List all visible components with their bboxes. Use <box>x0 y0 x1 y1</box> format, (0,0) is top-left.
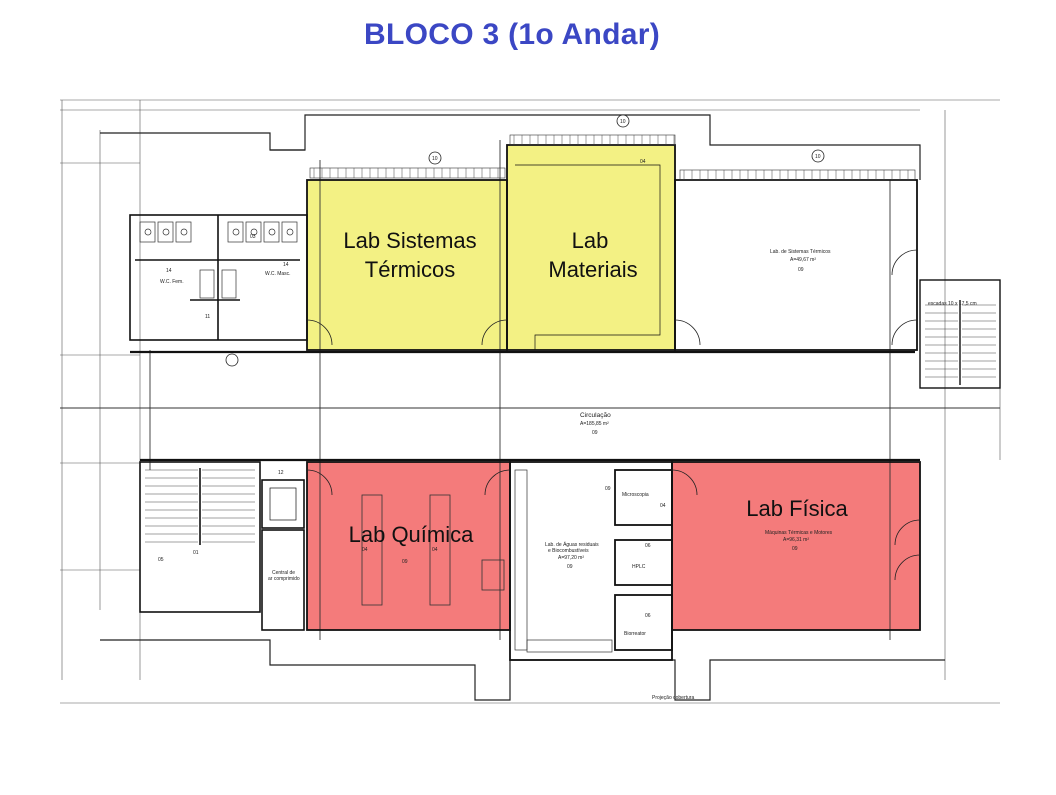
lab-aguas-bench <box>514 469 613 653</box>
maquinas-area: A=96,31 m² <box>783 537 809 543</box>
projecao-label: Projeção cobertura <box>652 695 694 701</box>
corridor-walls <box>130 350 920 462</box>
lab-materiais-label-1: Lab <box>572 228 609 253</box>
tag-04-qa: 04 <box>362 547 368 553</box>
tag-04-qb: 04 <box>432 547 438 553</box>
doors <box>306 249 921 581</box>
grid-bubbles <box>225 114 825 367</box>
tag-06-b: 06 <box>645 613 651 619</box>
tag-06-a: 06 <box>645 543 651 549</box>
lab-quimica-area <box>307 462 510 630</box>
wc-masc-label: W.C. Masc. <box>265 271 291 277</box>
maquinas-num: 09 <box>792 546 798 552</box>
tag-03: 03 <box>250 234 256 240</box>
building-outline <box>100 114 945 701</box>
elevator-shaft <box>261 479 305 631</box>
lab-fisica-walls <box>671 461 921 631</box>
dimension-lines <box>60 99 1001 704</box>
slide-title: BLOCO 3 (1o Andar) <box>364 18 660 51</box>
lab-aguas-area: A=97,20 m² <box>558 555 584 561</box>
pergola-bars <box>309 134 916 181</box>
microscopia-label: Microscopia <box>622 492 649 498</box>
bubble-10-c: 10 <box>815 154 821 160</box>
stairs-left-steps <box>145 469 255 543</box>
lab-sistemas-termicos-label-1: Lab Sistemas <box>343 228 476 253</box>
tag-05: 05 <box>158 557 164 563</box>
lab-quimica-label: Lab Química <box>349 522 474 547</box>
lab-materiais-area <box>507 145 675 350</box>
circulacao-label: Circulação <box>580 412 611 419</box>
central-ar-label: Central de <box>272 570 295 576</box>
escada-label: escadas 10 x 17,5 cm <box>928 301 977 307</box>
pergola-slats <box>313 135 909 180</box>
circulacao-num: 09 <box>592 430 598 436</box>
lab-aguas-num: 09 <box>567 564 573 570</box>
lab-st-small-area: A=49,67 m² <box>790 257 816 263</box>
tag-09-quimica: 09 <box>402 559 408 565</box>
lab-fisica-area <box>672 462 920 630</box>
lab-st-small-label: Lab. de Sistemas Térmicos <box>770 249 831 255</box>
lab-aguas-label: Lab. de Águas residuais <box>545 541 599 548</box>
wc-fem-label: W.C. Fem. <box>160 279 184 285</box>
biorreator-label: Biorreator <box>624 631 646 637</box>
bubble-10-a: 10 <box>432 156 438 162</box>
toilet-stalls <box>139 221 298 299</box>
bathrooms-block <box>129 214 308 341</box>
stairs-right <box>919 279 1001 389</box>
tag-09-micro: 09 <box>605 486 611 492</box>
tag-12: 12 <box>278 470 284 476</box>
tag-01: 01 <box>193 550 199 556</box>
lab-fisica-label: Lab Física <box>746 496 848 521</box>
lab-sistemas-termicos-area <box>307 180 507 350</box>
lab-st-small-num: 09 <box>798 267 804 273</box>
tag-14-masc: 14 <box>283 262 289 268</box>
lab-sistemas-termicos-label-2: Térmicos <box>365 257 455 282</box>
bubble-10-b: 10 <box>620 119 626 125</box>
central-ar-label-2: ar comprimido <box>268 576 300 582</box>
maquinas-label: Máquinas Térmicas e Motores <box>765 530 833 536</box>
lab-aguas-label-2: e Biocombustíveis <box>548 548 589 554</box>
tag-11: 11 <box>205 314 210 320</box>
lab-quimica-benches <box>361 494 505 606</box>
tag-04-mid: 04 <box>660 503 666 509</box>
circulacao-area: A=185,85 m² <box>580 421 609 427</box>
tag-14-fem: 14 <box>166 268 172 274</box>
grid-axes <box>60 140 1000 640</box>
lab-materiais-label-2: Materiais <box>548 257 637 282</box>
tag-04-mat: 04 <box>640 159 646 165</box>
hplc-label: HPLC <box>632 564 646 570</box>
lab-termicos-right-walls <box>674 179 918 351</box>
stairs-right-steps <box>925 304 996 378</box>
stairs-left <box>139 461 261 613</box>
